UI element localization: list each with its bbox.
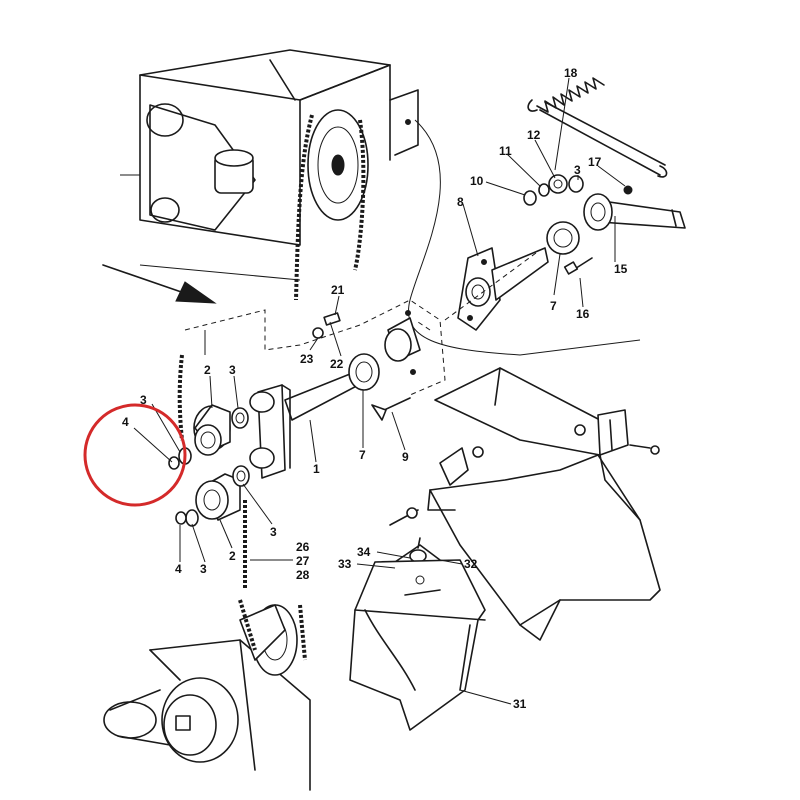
shaft-sleeve (384, 310, 421, 375)
callout-31: 31 (513, 697, 527, 711)
callout-34: 34 (357, 545, 371, 559)
callout-21: 21 (331, 283, 345, 297)
bolt-nut-21-23 (312, 312, 341, 339)
callout-10: 10 (470, 174, 484, 188)
callout-11: 11 (499, 144, 512, 158)
callout-16: 16 (576, 307, 590, 321)
upper-drive-sprocket (294, 109, 369, 301)
callout-8: 8 (457, 195, 464, 209)
highlight-circle (83, 403, 187, 507)
callout-1: 1 (313, 462, 320, 476)
callout-3: 3 (200, 562, 207, 576)
callout-9: 9 (402, 450, 409, 464)
callout-3: 3 (270, 525, 277, 539)
callout-28: 28 (296, 568, 310, 582)
callout-33: 33 (338, 557, 352, 571)
tension-spring (527, 77, 668, 178)
carriage-bolt (371, 397, 411, 421)
cover-outline (184, 299, 446, 396)
callout-2: 2 (229, 549, 236, 563)
callout-3: 3 (140, 393, 147, 407)
direction-arrow (102, 264, 217, 304)
callout-3: 3 (229, 363, 236, 377)
leader-lines (133, 77, 626, 705)
callout-27: 27 (296, 554, 310, 568)
callout-23: 23 (300, 352, 314, 366)
deflector-chute (389, 367, 661, 641)
main-shaft (249, 353, 380, 479)
callout-15: 15 (614, 262, 628, 276)
callout-22: 22 (330, 357, 344, 371)
pivot-bracket (414, 247, 549, 331)
side-bracket (389, 89, 641, 356)
callout-3: 3 (574, 163, 581, 177)
washer-nut-stack (523, 174, 584, 206)
callout-12: 12 (527, 128, 541, 142)
callout-17: 17 (588, 155, 602, 169)
gearbox-housing (120, 49, 391, 281)
callout-32: 32 (464, 557, 478, 571)
callout-2: 2 (204, 363, 211, 377)
lower-hopper (349, 559, 486, 731)
callout-labels: 18 12 11 3 17 10 8 15 7 16 21 23 22 2 3 … (122, 66, 628, 711)
callout-18: 18 (564, 66, 578, 80)
lower-bearing-group (175, 354, 250, 590)
callout-7: 7 (550, 299, 557, 313)
lever-arm (546, 185, 686, 275)
lower-housing (103, 599, 311, 791)
callout-4: 4 (175, 562, 182, 576)
callout-26: 26 (296, 540, 310, 554)
callout-4: 4 (122, 415, 129, 429)
callout-7: 7 (359, 448, 366, 462)
